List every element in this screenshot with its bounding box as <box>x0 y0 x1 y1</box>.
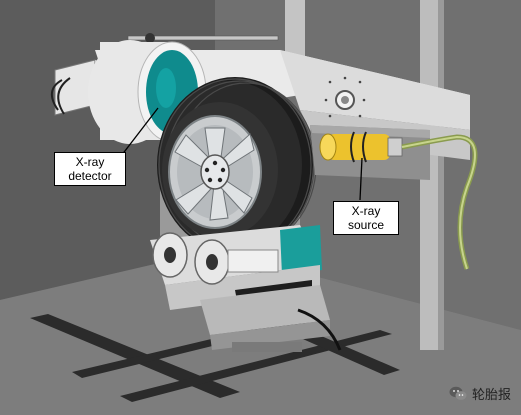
xray-source <box>319 131 403 163</box>
watermark: 轮胎报 <box>449 384 511 403</box>
xray-source-label-line1: X-ray <box>351 204 381 218</box>
tire-assembly <box>157 77 317 253</box>
xray-source-label-line2: source <box>347 218 385 232</box>
frame-pillar-right-shade <box>438 0 444 350</box>
frame-pillar-mid <box>285 0 305 60</box>
wechat-icon <box>449 386 467 400</box>
xray-detector-label: X-ray detector <box>54 152 126 186</box>
xray-detector-label-line1: X-ray <box>75 155 105 169</box>
xray-source-label: X-ray source <box>333 201 399 235</box>
watermark-text: 轮胎报 <box>471 388 511 403</box>
top-rod <box>127 35 279 41</box>
carriage <box>200 285 342 352</box>
xray-detector-label-line2: detector <box>68 169 112 183</box>
